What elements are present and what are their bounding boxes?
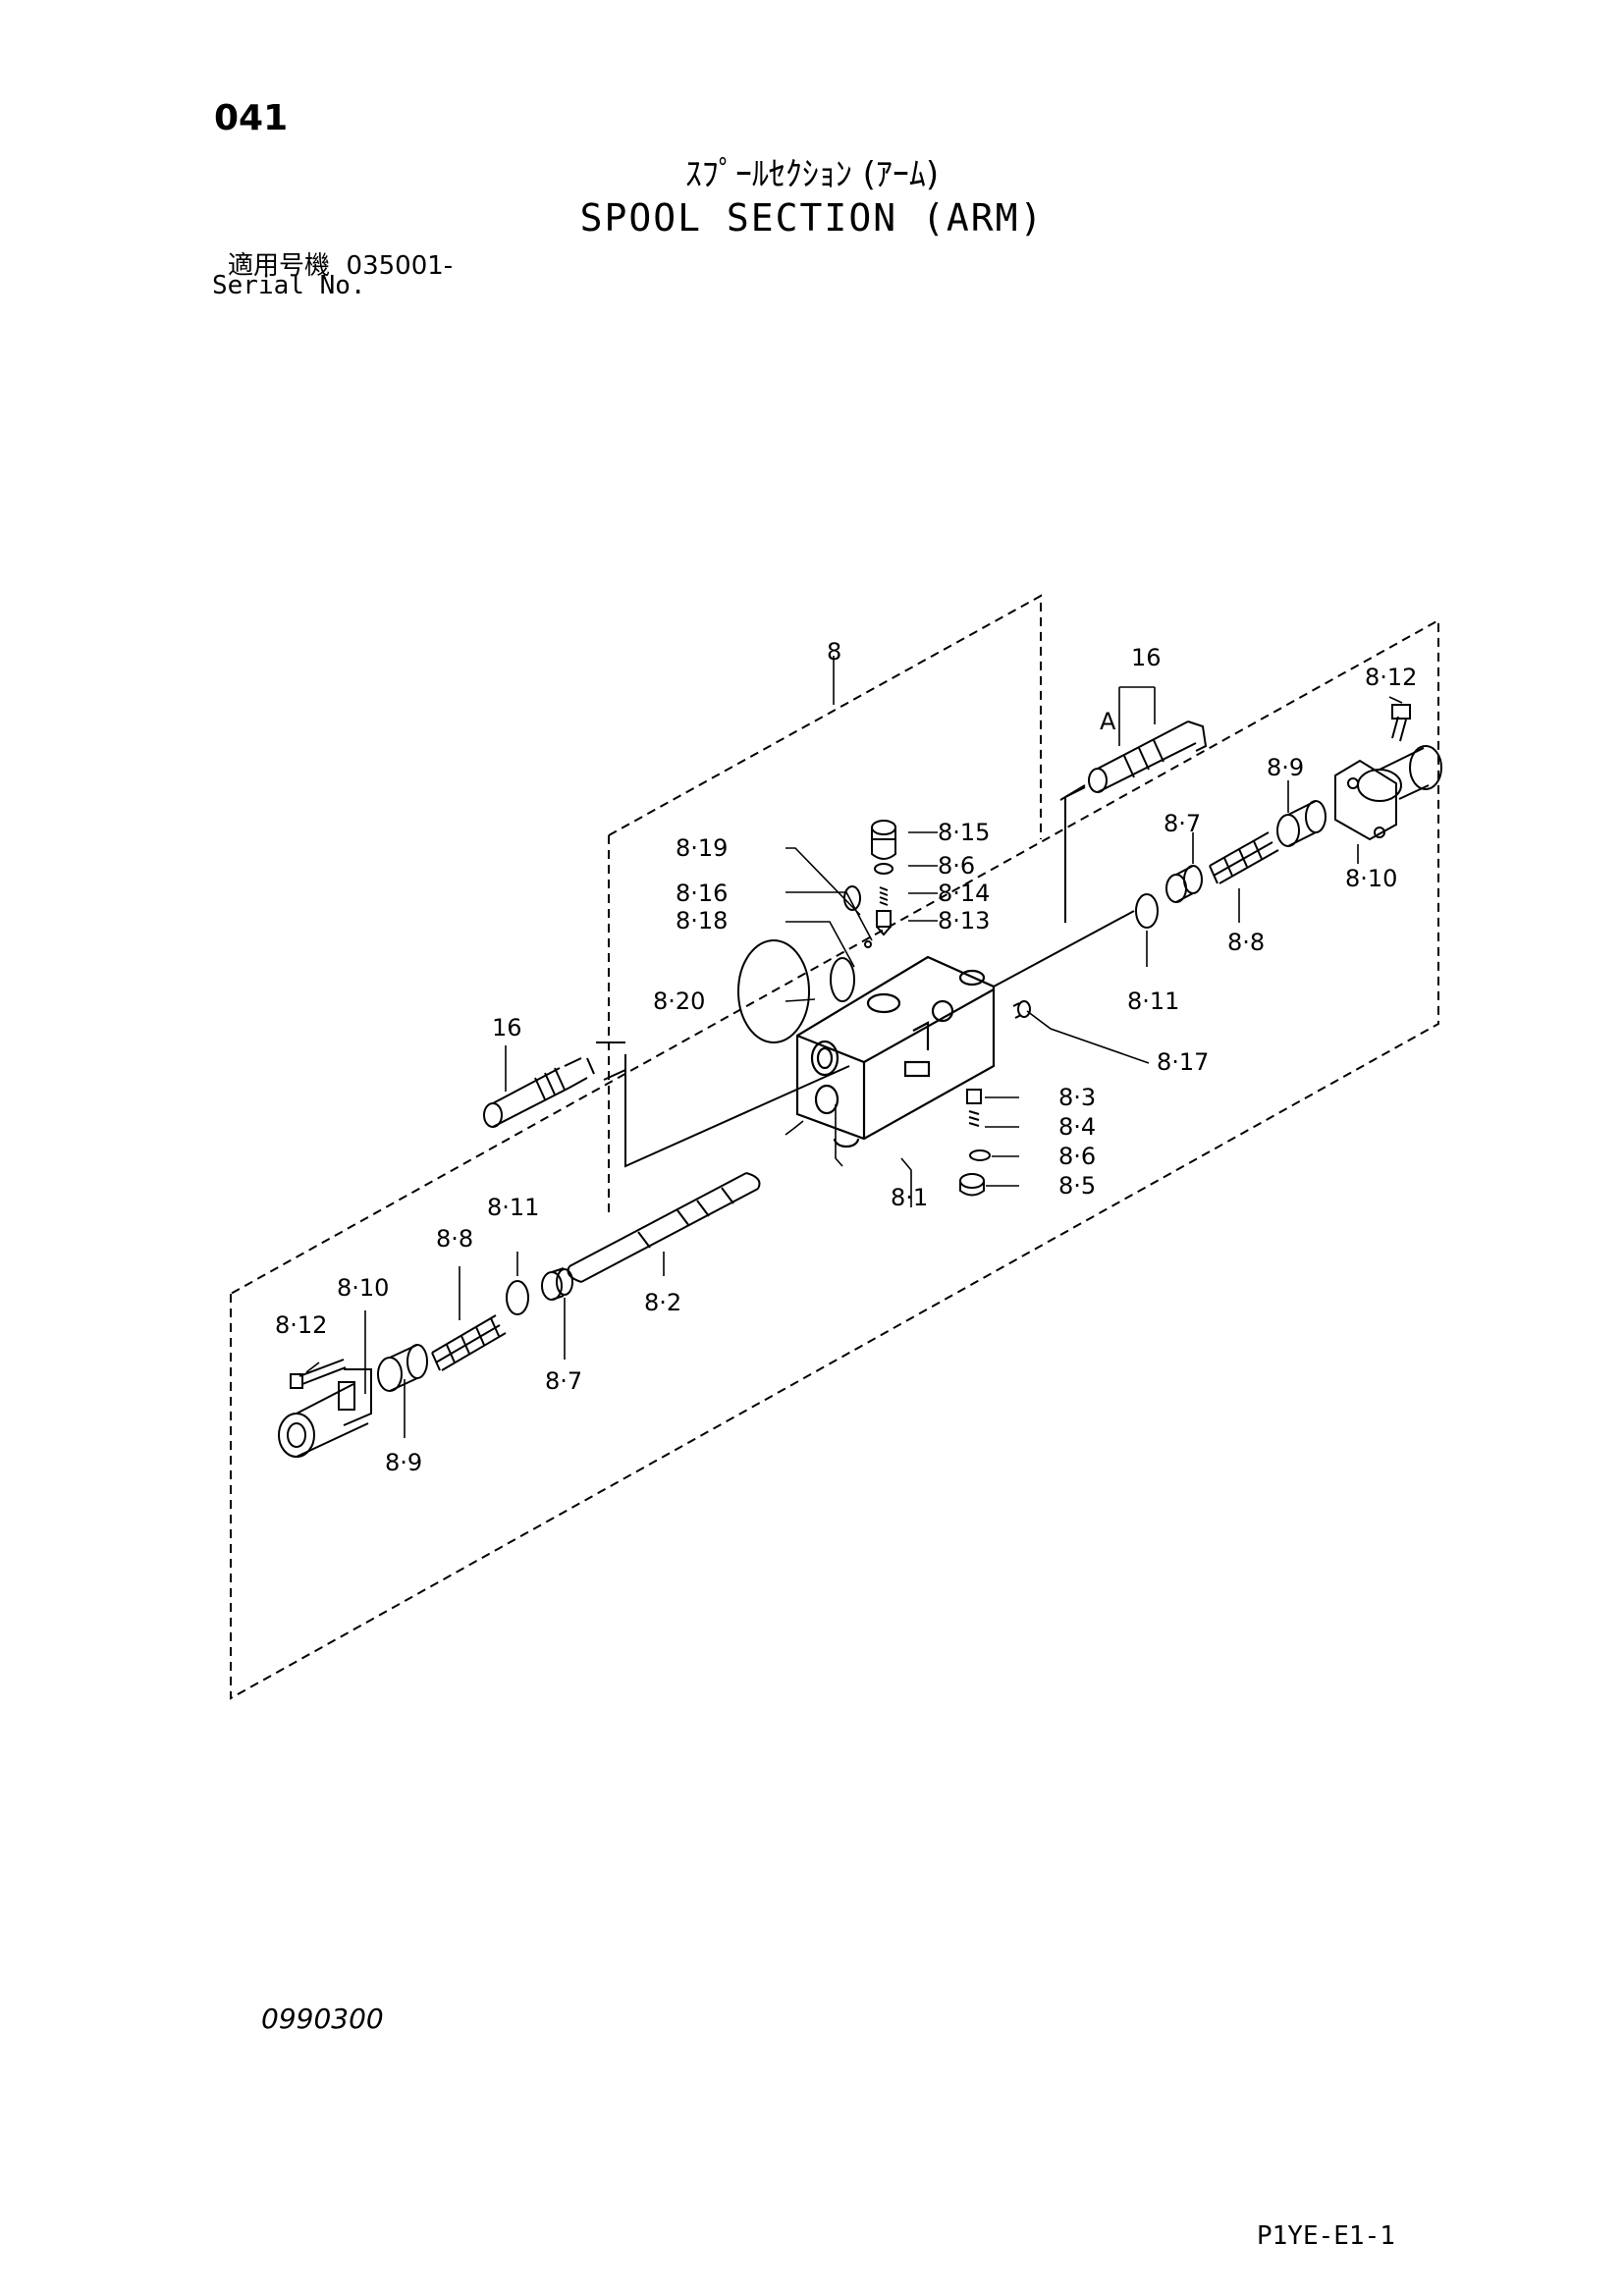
guide-line-left <box>624 1054 850 1168</box>
o-ring-part-8-20 <box>737 939 810 1043</box>
callout-8-20: 8·20 <box>653 988 705 1015</box>
serial-label-english: Serial No. <box>212 271 366 300</box>
serial-line: 適用号機 035001- <box>228 245 453 282</box>
cap-part-bottom <box>278 1368 372 1458</box>
o-ring-part-8-6-top <box>874 863 893 875</box>
cap-part-top <box>1334 745 1442 841</box>
callout-8-7-top: 8·7 <box>1164 810 1201 837</box>
callout-8-4: 8·4 <box>1058 1113 1096 1141</box>
plug-part-8-5 <box>959 1173 985 1197</box>
spring-part-8-14 <box>879 886 889 906</box>
callout-8-5: 8·5 <box>1058 1172 1096 1200</box>
page-reference: P1YE-E1-1 <box>1257 2221 1395 2251</box>
spring-part-8-4 <box>968 1110 980 1127</box>
plug-part-8-3 <box>966 1089 982 1104</box>
callout-8-19: 8·19 <box>676 834 728 862</box>
callout-8-1: 8·1 <box>891 1184 928 1211</box>
callout-8-11-top: 8·11 <box>1127 988 1179 1015</box>
bolt-part-top <box>1391 704 1411 742</box>
spring-part-top <box>1209 831 1279 884</box>
relief-valve-part-top <box>1059 721 1208 801</box>
title-english: SPOOL SECTION (ARM) <box>579 196 1045 240</box>
callout-8-15: 8·15 <box>938 819 990 846</box>
callout-8-2: 8·2 <box>644 1289 681 1316</box>
spring-seat-part-top <box>1165 865 1203 903</box>
sleeve-part-bottom <box>377 1344 428 1392</box>
relief-valve-guide-top <box>1064 786 1086 854</box>
callout-8-8-top: 8·8 <box>1227 929 1265 956</box>
leader-lines <box>305 656 1403 1438</box>
poppet-part-8-13 <box>876 910 892 936</box>
guide-line-right <box>993 910 1135 988</box>
callout-8-8-bottom: 8·8 <box>436 1225 473 1253</box>
callout-8-18: 8·18 <box>676 907 728 934</box>
callout-8-11-bottom: 8·11 <box>487 1194 539 1221</box>
o-ring-part-bottom <box>506 1280 529 1315</box>
callout-8-3: 8·3 <box>1058 1084 1096 1111</box>
spring-part-bottom <box>431 1314 507 1371</box>
serial-label-japanese: 適用号機 <box>228 251 331 281</box>
o-ring-part-top <box>1135 893 1159 929</box>
assembly-boundary-outer <box>230 618 1439 1700</box>
page-number: 041 <box>214 98 289 138</box>
plug-part-8-17 <box>1012 1000 1031 1019</box>
relief-valve-part-left <box>483 1057 595 1128</box>
callout-8: 8 <box>827 638 841 666</box>
callout-8-17: 8·17 <box>1157 1048 1209 1076</box>
o-ring-part-8-18 <box>830 957 855 1002</box>
callout-8-13: 8·13 <box>938 907 990 934</box>
callout-labels: 8 16 A 8·12 8·9 8·10 8·7 8·8 8·11 8·15 8… <box>275 638 1417 1476</box>
callout-8-10-bottom: 8·10 <box>337 1274 389 1302</box>
callout-8-9-top: 8·9 <box>1267 754 1304 781</box>
callout-8-6-bottom: 8·6 <box>1058 1143 1096 1170</box>
valve-body-part <box>795 955 996 1148</box>
title-japanese: ｽﾌﾟｰﾙｾｸｼｮﾝ (ｱｰﾑ) <box>684 155 940 194</box>
callout-8-9-bottom: 8·9 <box>385 1449 422 1476</box>
callout-8-6-top: 8·6 <box>938 852 975 880</box>
o-ring-part-8-6-bottom <box>969 1149 991 1161</box>
figure-number: 0990300 <box>261 2002 384 2035</box>
assembly-boundary-section-8 <box>608 594 1042 1217</box>
sleeve-part-top <box>1276 800 1326 847</box>
callout-8-16: 8·16 <box>676 880 728 907</box>
bolt-part-bottom <box>290 1359 347 1389</box>
spool-part <box>567 1172 761 1283</box>
callout-8-14: 8·14 <box>938 880 990 907</box>
callout-8-7-bottom: 8·7 <box>545 1367 582 1395</box>
pin-part-8-16 <box>864 940 872 948</box>
serial-value: 035001- <box>346 251 454 281</box>
callout-16-top: 16 <box>1131 644 1162 671</box>
callout-8-12-top: 8·12 <box>1365 664 1417 691</box>
relief-valve-guide-left <box>596 1041 626 1081</box>
spring-seat-part-bottom <box>541 1267 573 1301</box>
plug-part-8-15 <box>871 820 896 860</box>
callout-8-10-top: 8·10 <box>1345 865 1397 892</box>
callout-a: A <box>1100 708 1116 735</box>
callout-8-12-bottom: 8·12 <box>275 1311 327 1339</box>
callout-16-left: 16 <box>492 1014 522 1041</box>
